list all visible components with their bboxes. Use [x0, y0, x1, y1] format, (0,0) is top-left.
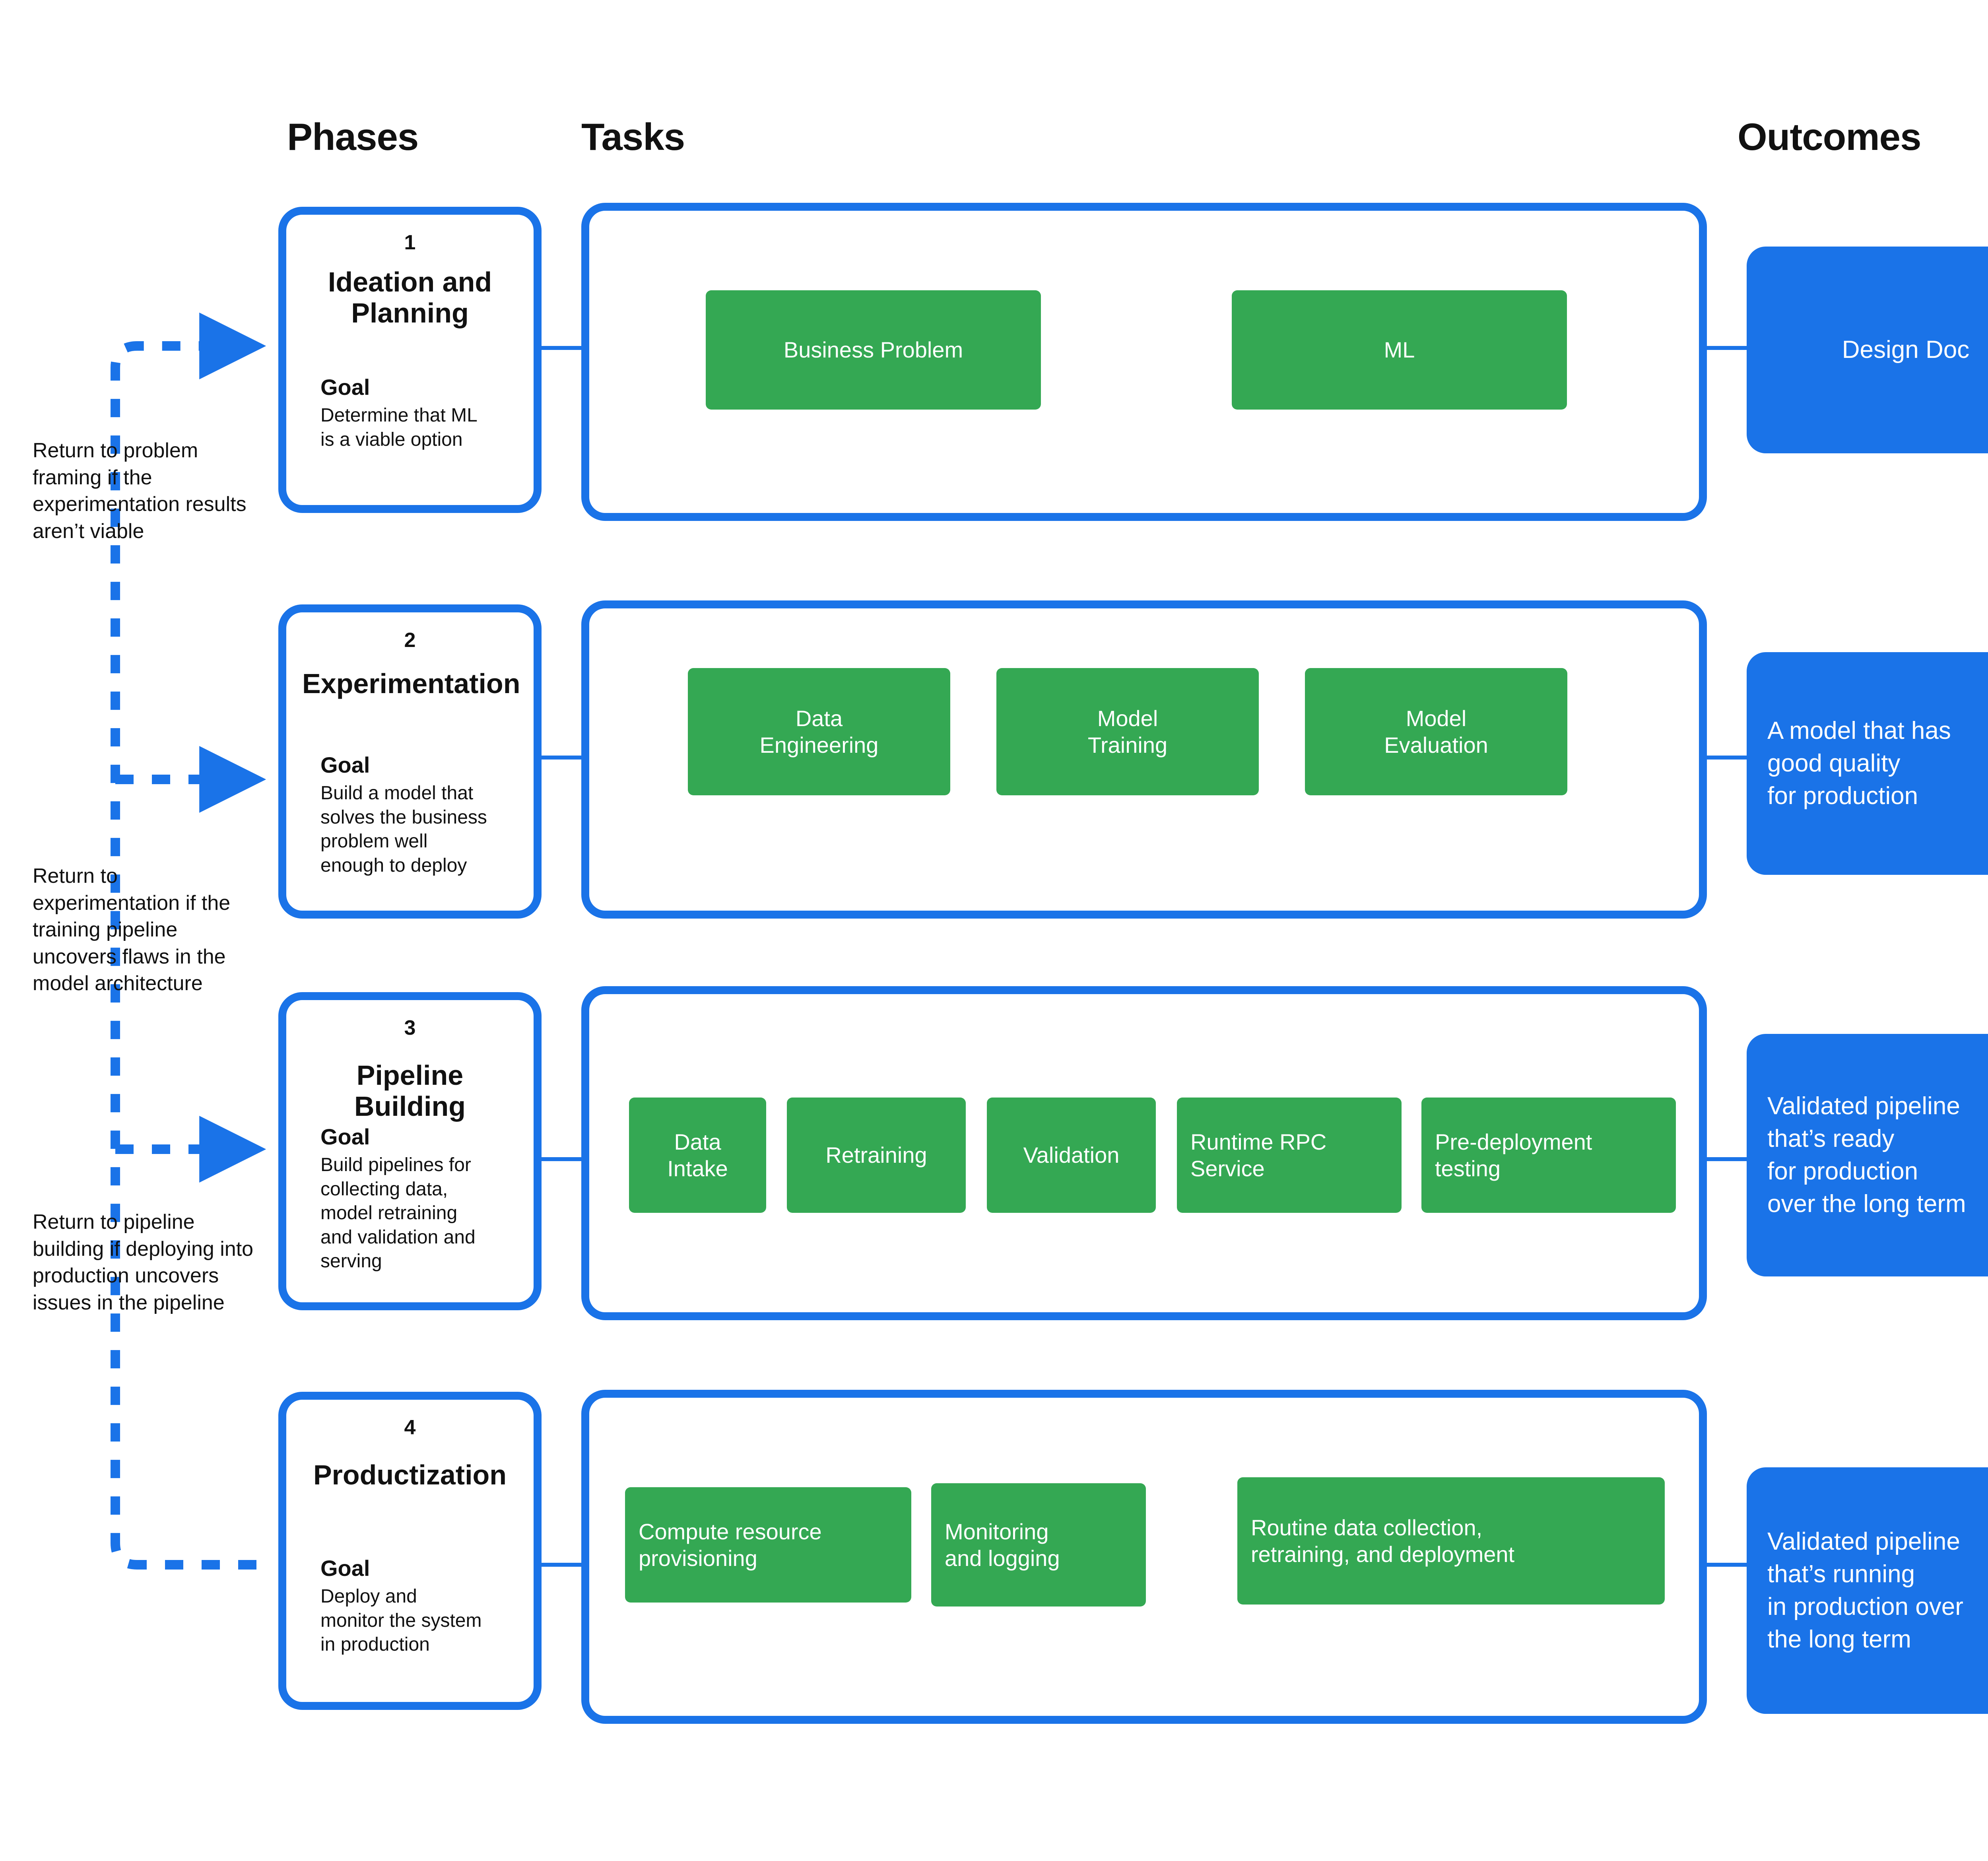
task-box[interactable]: Data Engineering [688, 668, 950, 795]
task-box[interactable]: Model Training [996, 668, 1259, 795]
feedback-note-left-3: Return to pipeline building if deploying… [33, 1210, 254, 1314]
column-header-phases: Phases [287, 116, 419, 158]
goal-text: Determine that ML is a viable option [320, 405, 478, 450]
phase-title: Productization [313, 1459, 507, 1490]
task-box[interactable]: Monitoring and logging [931, 1483, 1146, 1607]
phase-card-3[interactable]: 3 Pipeline Building Goal Build pipelines… [278, 992, 542, 1310]
task-box[interactable]: ML [1232, 290, 1567, 410]
goal-text: Deploy and monitor the system in product… [320, 1586, 482, 1655]
goal-text: Build pipelines for collecting data, mod… [320, 1154, 476, 1272]
outcome-box-2[interactable]: A model that has good quality for produc… [1747, 652, 1988, 875]
goal-label: Goal [320, 752, 370, 777]
task-box[interactable]: Routine data collection, retraining, and… [1237, 1477, 1665, 1605]
phase-number: 4 [404, 1416, 416, 1439]
phase-card-1[interactable]: 1 Ideation and Planning Goal Determine t… [278, 207, 542, 513]
outcome-box-3[interactable]: Validated pipeline that’s ready for prod… [1747, 1034, 1988, 1276]
phase-goal-block: Goal Build pipelines for collecting data… [320, 1123, 518, 1274]
goal-label: Goal [320, 375, 370, 400]
column-header-outcomes: Outcomes [1738, 116, 1921, 158]
task-box[interactable]: Pre-deployment testing [1421, 1098, 1676, 1213]
tasks-panel-2: Data Engineering Model Training Model Ev… [581, 600, 1707, 919]
phase-goal-block: Goal Deploy and monitor the system in pr… [320, 1555, 518, 1657]
phase-goal-block: Goal Determine that ML is a viable optio… [320, 374, 518, 452]
column-header-tasks: Tasks [581, 116, 685, 158]
phase-number: 3 [404, 1016, 416, 1039]
tasks-panel-4: Compute resource provisioning Monitoring… [581, 1390, 1707, 1724]
phase-title: Experimentation [302, 668, 520, 699]
task-box[interactable]: Runtime RPC Service [1177, 1098, 1402, 1213]
outcome-box-1[interactable]: Design Doc [1747, 247, 1988, 453]
phase-goal-block: Goal Build a model that solves the busin… [320, 752, 518, 878]
goal-text: Build a model that solves the business p… [320, 783, 487, 876]
goal-label: Goal [320, 1124, 370, 1149]
feedback-note-left-2: Return to experimentation if the trainin… [33, 864, 231, 995]
task-box[interactable]: Retraining [787, 1098, 966, 1213]
phase-card-4[interactable]: 4 Productization Goal Deploy and monitor… [278, 1392, 542, 1710]
outcome-box-4[interactable]: Validated pipeline that’s running in pro… [1747, 1467, 1988, 1714]
task-box[interactable]: Validation [987, 1098, 1156, 1213]
phase-title: Pipeline Building [354, 1060, 466, 1122]
phase-card-2[interactable]: 2 Experimentation Goal Build a model tha… [278, 604, 542, 919]
tasks-panel-3: Data Intake Retraining Validation Runtim… [581, 986, 1707, 1320]
task-box[interactable]: Business Problem [706, 290, 1041, 410]
tasks-panel-1: Business Problem ML [581, 203, 1707, 521]
feedback-note-left-1: Return to problem framing if the experim… [33, 439, 247, 543]
task-box[interactable]: Data Intake [629, 1098, 766, 1213]
phase-title: Ideation and Planning [328, 266, 492, 329]
goal-label: Goal [320, 1556, 370, 1581]
task-box[interactable]: Model Evaluation [1305, 668, 1567, 795]
phase-number: 1 [404, 231, 416, 254]
phase-number: 2 [404, 629, 416, 652]
task-box[interactable]: Compute resource provisioning [625, 1487, 911, 1603]
